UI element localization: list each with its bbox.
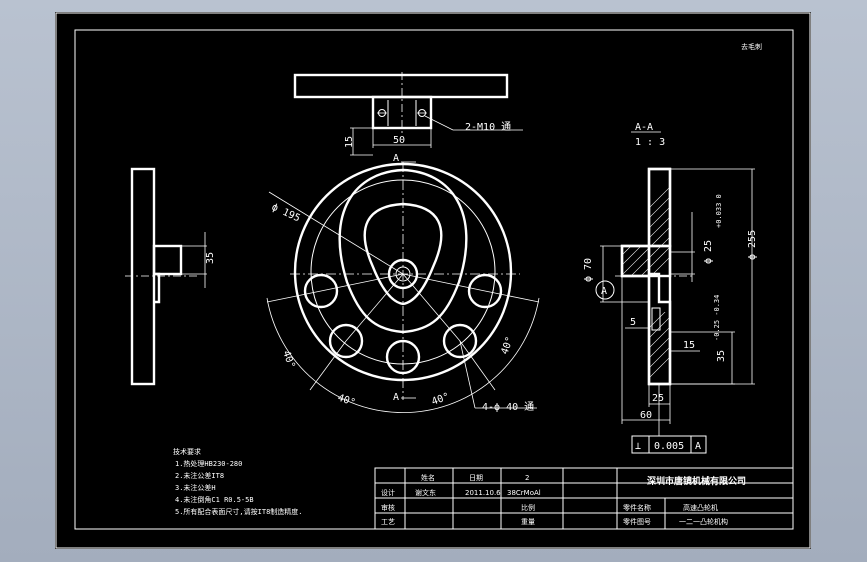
tech-note-2: 2.未注公差IT8 — [175, 471, 224, 480]
holes-callout: 4-ϕ 40 通 — [482, 401, 534, 413]
front-outer-circle — [293, 162, 513, 382]
tolerance-value: 0.005 — [654, 441, 684, 452]
tb-label-drawing-no: 零件图号 — [623, 517, 651, 526]
tb-label-design: 设计 — [381, 488, 395, 497]
hole-5 — [467, 273, 503, 309]
tolerance-datum: A — [695, 441, 701, 452]
tolerance-frame — [631, 435, 707, 454]
section-dim-35: 35 — [716, 350, 727, 362]
title-block: 设计 审核 工艺 姓名 日期 谢文东 2011.10.6 2 38CrMoAl … — [374, 467, 794, 530]
pitch-arc — [266, 297, 540, 413]
tech-note-4: 4.未注倒角C1 R0.5-5B — [175, 495, 254, 504]
cam-groove-inner — [363, 202, 443, 306]
tb-label-process: 工艺 — [381, 518, 395, 526]
top-view-plate — [293, 73, 509, 99]
side-view-flange — [130, 167, 156, 386]
angle-right: 40° — [499, 335, 516, 356]
outer-frame — [55, 12, 811, 549]
tech-note-5: 5.所有配合表面尺寸,请按IT8制造精度. — [175, 507, 303, 516]
tb-drawing-no: 一二一凸轮机构 — [679, 517, 728, 526]
section-dim-d255: ϕ 255 — [747, 230, 758, 260]
datum-label: A — [601, 286, 607, 297]
tb-company: 深圳市唐镜机械有限公司 — [647, 475, 746, 487]
section-dim-60: 60 — [640, 410, 652, 421]
tb-quantity: 2 — [525, 474, 529, 482]
top-view: 50 15 2-M10 通 — [293, 72, 523, 156]
hole-2 — [328, 323, 364, 359]
section-dim-25: 25 — [652, 393, 664, 404]
front-bore-inner — [395, 266, 411, 282]
tb-label-weight: 重量 — [521, 518, 535, 526]
section-dim-d70: ϕ 70 — [583, 258, 594, 282]
section-dim-35-tol: -0.25 -0.34 — [713, 295, 721, 341]
tb-designer: 谢文东 — [415, 488, 436, 497]
section-dim-15: 15 — [683, 340, 695, 351]
tolerance-symbol: ⊥ — [635, 441, 641, 452]
thread-callout: 2-M10 通 — [465, 121, 511, 133]
section-dim-d25-tol: +0.033 0 — [715, 194, 723, 228]
hole-4 — [442, 323, 478, 359]
datum-circle — [595, 280, 615, 300]
side-view-hub — [152, 244, 183, 276]
front-bore-outer — [387, 258, 419, 290]
side-dim-height: 35 — [205, 252, 216, 264]
tech-notes: 技术要求 1.热处理HB230-280 2.未注公差IT8 3.未注公差H 4.… — [173, 447, 303, 516]
tech-notes-heading: 技术要求 — [173, 447, 201, 456]
section-view: A-A 1 : 3 — [583, 122, 758, 454]
hole-1 — [303, 273, 339, 309]
angle-bottom-left: 40° — [336, 392, 357, 409]
tb-material: 38CrMoAl — [507, 489, 541, 497]
side-view: 35 — [125, 167, 216, 386]
section-dim-5: 5 — [630, 317, 636, 328]
section-mark-top: A — [393, 153, 399, 164]
section-scale: 1 : 3 — [635, 137, 665, 148]
section-dim-d25: ϕ 25 — [703, 240, 714, 264]
tb-date: 2011.10.6 — [465, 489, 501, 497]
cad-drawing: 去毛刺 50 15 2-M10 通 35 — [55, 12, 811, 549]
hole-3 — [385, 339, 421, 375]
front-inner-circle — [310, 179, 496, 365]
top-dim-height: 15 — [344, 136, 355, 148]
angle-left: 40° — [280, 349, 297, 370]
front-dim-diameter: ϕ 195 — [270, 202, 302, 225]
drawing-canvas: 去毛刺 50 15 2-M10 通 35 — [55, 12, 811, 549]
corner-mark: 去毛刺 — [741, 42, 762, 51]
tech-note-1: 1.热处理HB230-280 — [175, 459, 242, 468]
section-title: A-A — [635, 122, 653, 133]
cam-groove-outer — [338, 168, 468, 334]
tb-part-name: 高速凸轮机 — [683, 503, 718, 512]
tech-note-3: 3.未注公差H — [175, 483, 216, 492]
front-view: ϕ 195 A A 40° 40° 40° 40° 4-ϕ 40 通 — [266, 153, 540, 413]
tb-label-scale: 比例 — [521, 503, 535, 512]
top-dim-width: 50 — [393, 135, 405, 146]
section-mark-bottom: A — [393, 392, 399, 403]
tb-label-drawing-name: 零件名称 — [623, 503, 651, 512]
tb-col-date: 日期 — [469, 474, 483, 482]
tb-col-name: 姓名 — [421, 473, 435, 482]
tb-label-check: 审核 — [381, 503, 395, 512]
